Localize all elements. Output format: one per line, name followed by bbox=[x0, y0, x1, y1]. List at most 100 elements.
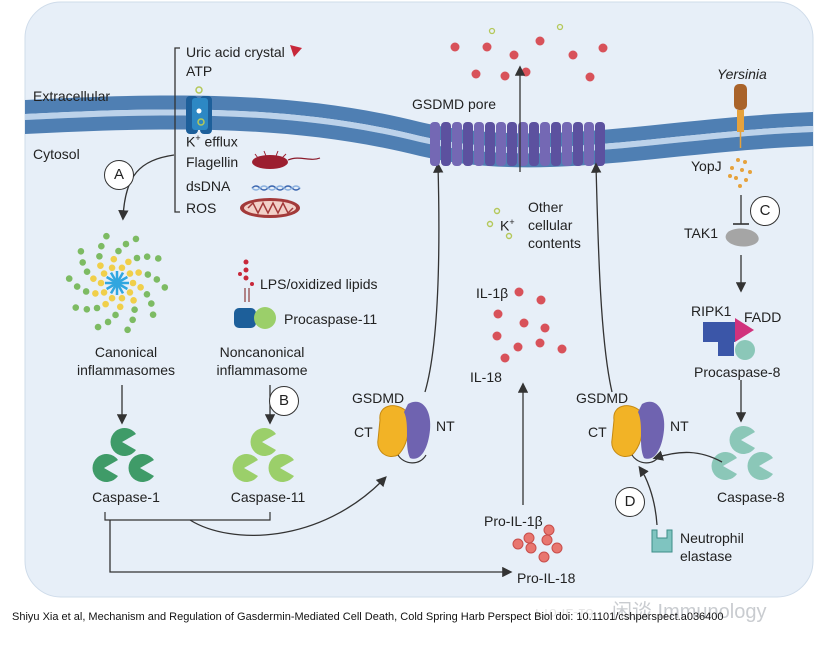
il-cytokine-dot bbox=[536, 295, 546, 305]
inflammasome-bead bbox=[100, 289, 108, 296]
inflammasome-bead bbox=[131, 306, 138, 314]
inflammasome-bead bbox=[72, 304, 80, 311]
inflammasome-bead bbox=[135, 269, 142, 276]
pro-il-dot bbox=[538, 551, 550, 563]
gsdmd-left-label: GSDMD bbox=[352, 390, 405, 406]
pore-subunit bbox=[562, 122, 572, 166]
pore-subunit bbox=[452, 122, 462, 166]
inflammasome-bead bbox=[97, 262, 104, 269]
inflammasome-bead bbox=[116, 303, 124, 311]
inflammasome-bead bbox=[110, 255, 118, 263]
inflammasome-bead bbox=[148, 300, 155, 307]
uric-acid-label: Uric acid crystal bbox=[186, 44, 285, 60]
pro-il-dot bbox=[525, 542, 537, 554]
arrow-to-gsdmd-left bbox=[189, 476, 387, 537]
pore-subunit bbox=[551, 122, 561, 166]
il18-label: IL-18 bbox=[470, 369, 502, 385]
arrow-caspase8-to-gsdmd bbox=[652, 450, 723, 463]
pore-subunit bbox=[507, 122, 517, 166]
pro-il-dot bbox=[512, 538, 524, 550]
caspase11-icon bbox=[232, 428, 294, 483]
cytosol-label: Cytosol bbox=[33, 146, 80, 162]
cytokine-dot bbox=[471, 69, 481, 79]
inflammasome-bead bbox=[154, 255, 162, 262]
yersinia-icon bbox=[734, 84, 747, 148]
pro-il-cytokines bbox=[512, 524, 563, 563]
caspase11-label: Caspase-11 bbox=[230, 489, 306, 505]
mitochondrion-icon bbox=[240, 198, 300, 218]
yopj-icon bbox=[728, 158, 752, 188]
inflammasome-bead bbox=[97, 279, 105, 287]
caspase1-label: Caspase-1 bbox=[92, 489, 160, 505]
pore-subunit bbox=[430, 122, 440, 166]
released-cytokines bbox=[450, 23, 608, 82]
caspase1-icon bbox=[92, 428, 154, 483]
yersinia-label: Yersinia bbox=[717, 66, 767, 82]
cytokine-dot bbox=[500, 71, 510, 81]
pore-subunit bbox=[485, 122, 495, 166]
pro-il-dot bbox=[541, 534, 553, 546]
tak1-icon bbox=[725, 228, 759, 247]
pore-subunit bbox=[463, 122, 473, 166]
inflammasome-bead bbox=[129, 316, 136, 324]
inflammasome-bead bbox=[108, 294, 116, 302]
fadd-label: FADD bbox=[744, 309, 782, 325]
pathway-d-marker: D bbox=[615, 487, 645, 517]
pro-il-dot bbox=[543, 524, 555, 536]
inflammasome-bead bbox=[73, 283, 81, 290]
il-cytokine-dot bbox=[514, 287, 524, 297]
gsdmd-right-nt-label: NT bbox=[670, 418, 689, 434]
inflammasome-bead bbox=[118, 294, 126, 302]
pore-subunit bbox=[573, 122, 583, 166]
il-cytokine-dot bbox=[500, 353, 510, 363]
cytokine-dot bbox=[488, 27, 496, 35]
ripk1-label: RIPK1 bbox=[691, 303, 732, 319]
inflammasome-bead bbox=[126, 289, 134, 296]
cell-background bbox=[24, 1, 814, 598]
tak1-label: TAK1 bbox=[684, 225, 718, 241]
pathway-c-marker: C bbox=[750, 196, 780, 226]
inflammasome-bead bbox=[126, 270, 134, 277]
inflammasome-bead bbox=[82, 288, 90, 295]
gsdmd-right-icon bbox=[611, 401, 665, 464]
inflammasome-bead bbox=[161, 284, 169, 291]
k-efflux-label: K+ efflux bbox=[186, 133, 238, 150]
atp-label: ATP bbox=[186, 63, 213, 79]
gsdmd-pore-icon bbox=[430, 122, 605, 166]
il1b-label: IL-1β bbox=[476, 285, 509, 301]
inflammasome-bead bbox=[77, 248, 85, 255]
cytokine-dot bbox=[585, 72, 595, 82]
procaspase8-label: Procaspase-8 bbox=[694, 364, 781, 380]
inflammasome-bead bbox=[83, 305, 91, 313]
ripk1-fadd-icon bbox=[703, 318, 755, 360]
plasma-membrane bbox=[25, 95, 813, 168]
cytokine-dot bbox=[482, 42, 492, 52]
lps-label: LPS/oxidized lipids bbox=[260, 276, 378, 292]
caspase8-icon bbox=[711, 426, 773, 480]
il-cytokine-dot bbox=[493, 309, 503, 319]
pro-il-dot bbox=[523, 532, 535, 544]
other-contents-label: Other cellular contents bbox=[528, 199, 581, 251]
inflammasome-spoke bbox=[116, 275, 129, 285]
inflammasome-bead bbox=[83, 268, 91, 276]
gsdmd-left-ct-label: CT bbox=[354, 424, 373, 440]
pore-subunit bbox=[540, 122, 550, 166]
arrow-gsdmd-right-to-pore bbox=[591, 162, 613, 393]
lps-icon bbox=[238, 259, 254, 302]
gsdmd-left-icon bbox=[377, 401, 431, 464]
cytokine-dot bbox=[509, 50, 519, 60]
inflammasome-bead bbox=[143, 290, 151, 298]
gsdmd-right-ct-label: CT bbox=[588, 424, 607, 440]
inflammasome-bead bbox=[129, 279, 137, 287]
inflammasome-bead bbox=[124, 326, 131, 334]
procaspase11-label: Procaspase-11 bbox=[284, 311, 378, 327]
inflammasome-bead bbox=[108, 264, 116, 272]
inflammasome-bead bbox=[137, 283, 144, 291]
cytokine-dot bbox=[598, 43, 608, 53]
inflammasome-bead bbox=[125, 258, 132, 266]
inflammasome-bead bbox=[143, 253, 151, 261]
neutrophil-elastase-label: Neutrophil elastase bbox=[680, 530, 744, 564]
inflammasome-bead bbox=[153, 276, 161, 283]
